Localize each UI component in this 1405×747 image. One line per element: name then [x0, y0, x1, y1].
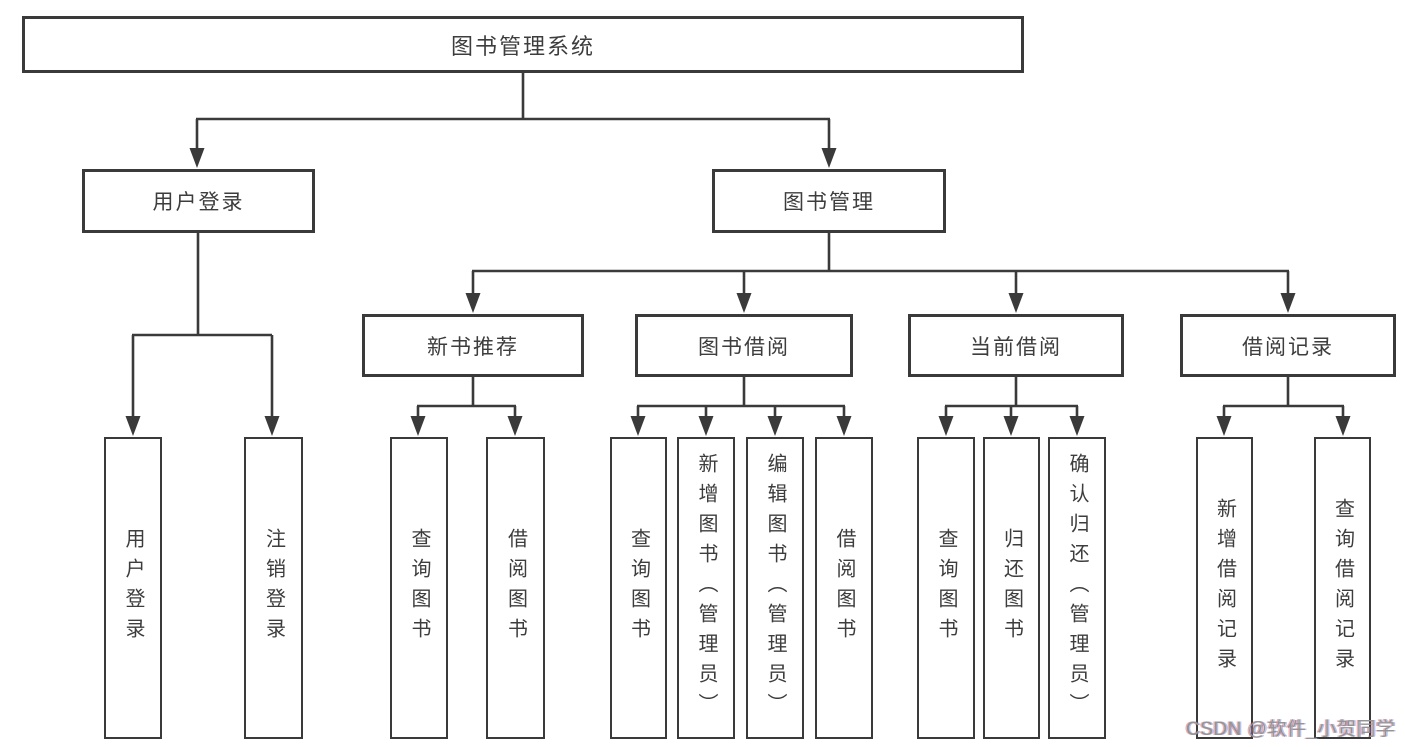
leaf-bor-query-books: 查询图书 — [610, 437, 667, 739]
connector-log-to-leaves — [1216, 377, 1351, 436]
node-book-borrowing: 图书借阅 — [635, 314, 853, 377]
node-book-management: 图书管理 — [712, 169, 946, 233]
node-borrow-records: 借阅记录 — [1180, 314, 1396, 377]
leaf-cur-confirm-return-admin: 确认归还（管理员） — [1048, 437, 1106, 739]
connector-user-to-leaves — [125, 233, 280, 436]
leaf-log-query-record: 查询借阅记录 — [1314, 437, 1371, 739]
leaf-bor-edit-books-admin: 编辑图书（管理员） — [746, 437, 804, 739]
node-user-login: 用户登录 — [82, 169, 315, 233]
leaf-rec-borrow-books: 借阅图书 — [486, 437, 545, 739]
connector-mgmt-to-level3 — [465, 233, 1296, 313]
leaf-logout: 注销登录 — [244, 437, 303, 739]
node-new-book-recommend: 新书推荐 — [362, 314, 584, 377]
connector-cur-to-leaves — [938, 377, 1085, 436]
node-system-root: 图书管理系统 — [22, 16, 1024, 73]
connector-root-to-level2 — [189, 73, 837, 168]
node-current-borrowing: 当前借阅 — [908, 314, 1124, 377]
leaf-rec-query-books: 查询图书 — [390, 437, 448, 739]
leaf-bor-add-books-admin: 新增图书（管理员） — [677, 437, 735, 739]
leaf-cur-return-books: 归还图书 — [983, 437, 1040, 739]
leaf-user-login: 用户登录 — [104, 437, 162, 739]
connector-bor-to-leaves — [630, 377, 852, 436]
leaf-cur-query-books: 查询图书 — [917, 437, 975, 739]
connector-rec-to-leaves — [410, 377, 523, 436]
watermark: CSDN @软件_小贺同学 — [1186, 719, 1396, 740]
leaf-log-add-record: 新增借阅记录 — [1196, 437, 1253, 739]
leaf-bor-borrow-books: 借阅图书 — [815, 437, 873, 739]
